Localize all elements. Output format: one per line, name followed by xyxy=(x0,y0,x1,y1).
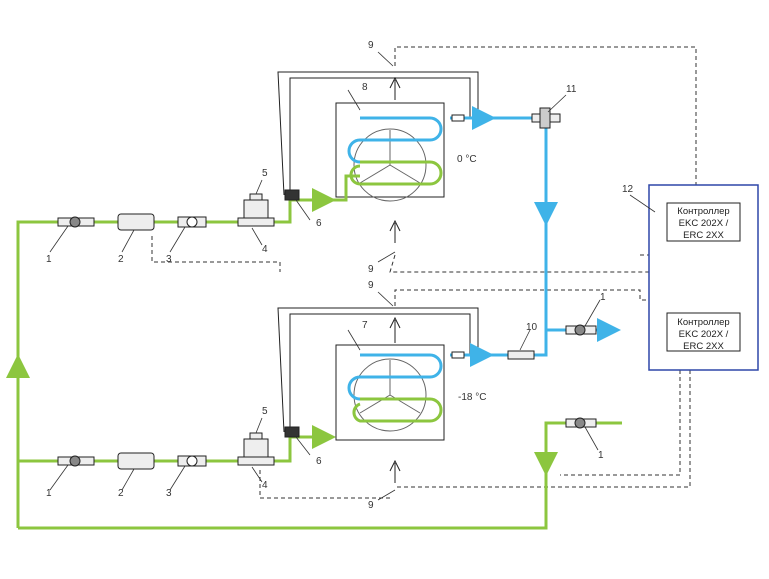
temperature-lower: -18 °C xyxy=(458,392,486,403)
label-9: 9 xyxy=(368,264,374,275)
label-4: 4 xyxy=(262,244,268,255)
temperature-upper: 0 °C xyxy=(457,154,477,165)
components xyxy=(57,107,597,470)
label-2: 2 xyxy=(118,488,124,499)
controller-upper-line-3: ERC 2XX xyxy=(683,230,724,241)
labels: 1 2 3 4 5 6 8 9 9 11 12 9 7 10 1 1 1 2 3… xyxy=(46,40,634,511)
label-1: 1 xyxy=(598,450,604,461)
label-3: 3 xyxy=(166,254,172,265)
label-2: 2 xyxy=(118,254,124,265)
controller-upper-line-2: EKC 202X / xyxy=(679,218,729,229)
controller-lower-line-2: EKC 202X / xyxy=(679,329,729,340)
label-5: 5 xyxy=(262,168,268,179)
controller-upper-line-1: Контроллер xyxy=(677,206,729,217)
label-7: 7 xyxy=(362,320,368,331)
label-4: 4 xyxy=(262,480,268,491)
label-6: 6 xyxy=(316,456,322,467)
control-wiring xyxy=(151,46,697,499)
evaporator-upper xyxy=(333,76,465,243)
label-1: 1 xyxy=(46,254,52,265)
label-11: 11 xyxy=(566,84,577,95)
label-1: 1 xyxy=(46,488,52,499)
controller-lower: Контроллер EKC 202X / ERC 2XX xyxy=(666,312,741,352)
evaporator-lower xyxy=(335,316,465,483)
controller-lower-line-3: ERC 2XX xyxy=(683,341,724,352)
controller-lower-line-1: Контроллер xyxy=(677,317,729,328)
label-6: 6 xyxy=(316,218,322,229)
label-1: 1 xyxy=(600,292,606,303)
controller-upper: Контроллер EKC 202X / ERC 2XX xyxy=(666,202,741,242)
label-9: 9 xyxy=(368,280,374,291)
controller-panel: Контроллер EKC 202X / ERC 2XX Контроллер… xyxy=(648,184,759,371)
label-12: 12 xyxy=(622,184,634,195)
label-9: 9 xyxy=(368,500,374,511)
label-10: 10 xyxy=(526,322,538,333)
label-5: 5 xyxy=(262,406,268,417)
label-9: 9 xyxy=(368,40,374,51)
label-3: 3 xyxy=(166,488,172,499)
liquid-lines xyxy=(5,188,622,530)
label-8: 8 xyxy=(362,82,368,93)
leader-lines xyxy=(49,51,656,501)
